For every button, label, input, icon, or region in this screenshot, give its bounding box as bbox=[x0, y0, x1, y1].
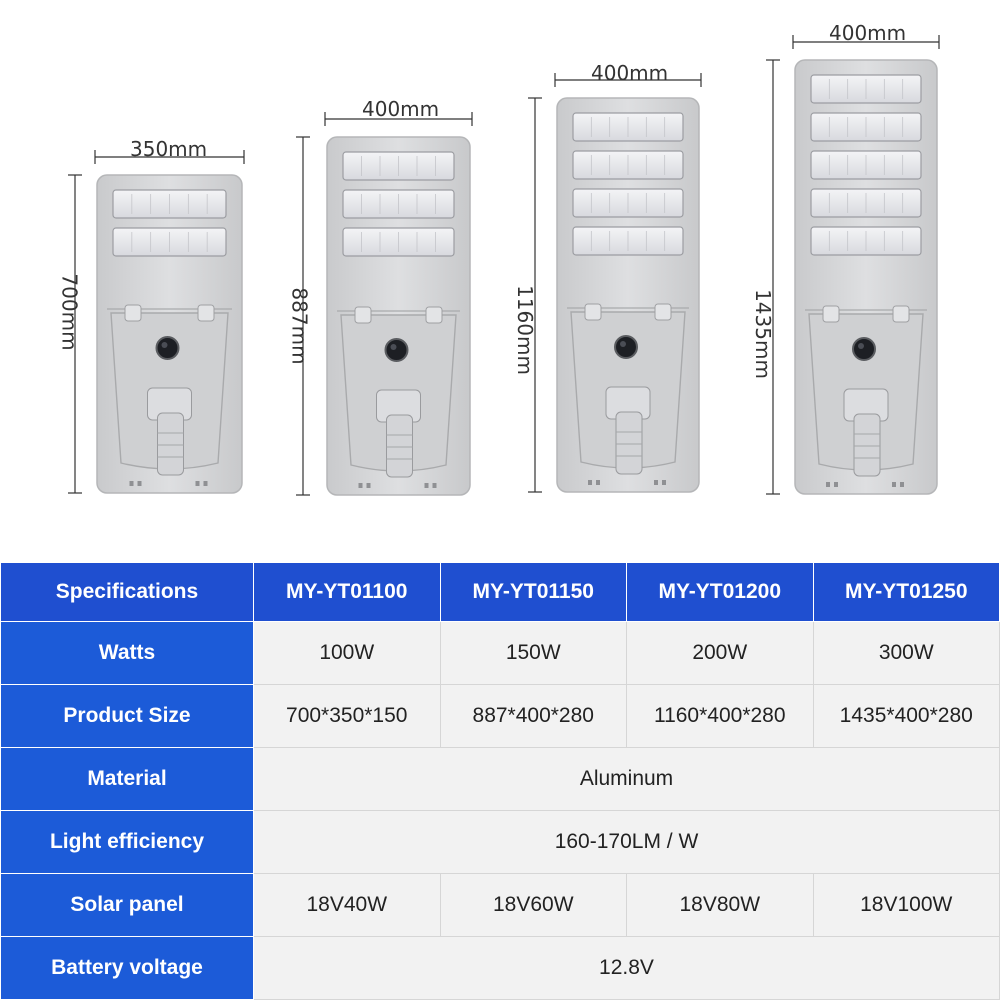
row-label-battery-voltage: Battery voltage bbox=[0, 935, 254, 1000]
cell-size-4: 1435*400*280 bbox=[812, 683, 1000, 748]
width-label-2: 400mm bbox=[362, 97, 440, 121]
cell-light-efficiency: 160-170LM / W bbox=[253, 809, 1000, 874]
cell-solar-1: 18V40W bbox=[253, 872, 441, 937]
header-model-2: MY-YT01150 bbox=[439, 562, 627, 622]
cell-size-1: 700*350*150 bbox=[253, 683, 441, 748]
header-model-4: MY-YT01250 bbox=[812, 562, 1000, 622]
pole-arm bbox=[386, 414, 413, 478]
sensor-icon bbox=[155, 336, 180, 360]
pole-arm bbox=[853, 413, 881, 477]
cell-size-2: 887*400*280 bbox=[439, 683, 627, 748]
table-row: Light efficiency 160-170LM / W bbox=[0, 809, 1000, 874]
width-label-3: 400mm bbox=[591, 61, 669, 85]
table-row: Material Aluminum bbox=[0, 746, 1000, 811]
sensor-icon bbox=[852, 337, 876, 361]
pole-arm bbox=[615, 411, 643, 475]
hinge bbox=[425, 306, 443, 324]
hinge bbox=[892, 305, 910, 323]
table-row: Battery voltage 12.8V bbox=[0, 935, 1000, 1000]
height-label-1: 700mm bbox=[57, 273, 82, 351]
hinge bbox=[197, 304, 215, 322]
cell-watts-4: 300W bbox=[812, 620, 1000, 685]
hinge bbox=[354, 306, 372, 324]
lamp-2 bbox=[326, 136, 471, 496]
table-row: Watts 100W 150W 200W 300W bbox=[0, 620, 1000, 685]
lamp-drawings bbox=[68, 35, 940, 496]
hinge bbox=[584, 303, 602, 321]
sensor-icon bbox=[614, 335, 638, 359]
lamp-3 bbox=[556, 97, 700, 493]
height-label-2: 887mm bbox=[287, 287, 312, 365]
lamp-4 bbox=[794, 59, 938, 495]
height-label-3: 1160mm bbox=[512, 285, 537, 375]
header-model-1: MY-YT01100 bbox=[253, 562, 441, 622]
sensor-icon bbox=[384, 338, 409, 362]
cell-watts-1: 100W bbox=[253, 620, 441, 685]
table-row: Solar panel 18V40W 18V60W 18V80W 18V100W bbox=[0, 872, 1000, 937]
hinge bbox=[822, 305, 840, 323]
cell-battery-voltage: 12.8V bbox=[253, 935, 1000, 1000]
hinge bbox=[654, 303, 672, 321]
cell-solar-2: 18V60W bbox=[439, 872, 627, 937]
specification-table: Specifications MY-YT01100 MY-YT01150 MY-… bbox=[0, 562, 1000, 1000]
header-specifications: Specifications bbox=[0, 562, 254, 622]
row-label-watts: Watts bbox=[0, 620, 254, 685]
header-model-3: MY-YT01200 bbox=[626, 562, 814, 622]
table-header-row: Specifications MY-YT01100 MY-YT01150 MY-… bbox=[0, 562, 1000, 622]
cell-watts-2: 150W bbox=[439, 620, 627, 685]
table-row: Product Size 700*350*150 887*400*280 116… bbox=[0, 683, 1000, 748]
cell-material: Aluminum bbox=[253, 746, 1000, 811]
hinge bbox=[124, 304, 142, 322]
cell-solar-3: 18V80W bbox=[626, 872, 814, 937]
lamp-1 bbox=[96, 174, 243, 494]
row-label-product-size: Product Size bbox=[0, 683, 254, 748]
row-label-light-efficiency: Light efficiency bbox=[0, 809, 254, 874]
pole-arm bbox=[157, 412, 184, 476]
width-label-4: 400mm bbox=[829, 21, 907, 45]
row-label-material: Material bbox=[0, 746, 254, 811]
height-label-4: 1435mm bbox=[750, 289, 775, 379]
cell-size-3: 1160*400*280 bbox=[626, 683, 814, 748]
cell-solar-4: 18V100W bbox=[812, 872, 1000, 937]
cell-watts-3: 200W bbox=[626, 620, 814, 685]
product-illustration-area: 350mm 400mm 400mm 400mm 700mm 887mm 1160… bbox=[57, 21, 940, 496]
row-label-solar-panel: Solar panel bbox=[0, 872, 254, 937]
width-label-1: 350mm bbox=[130, 137, 208, 161]
